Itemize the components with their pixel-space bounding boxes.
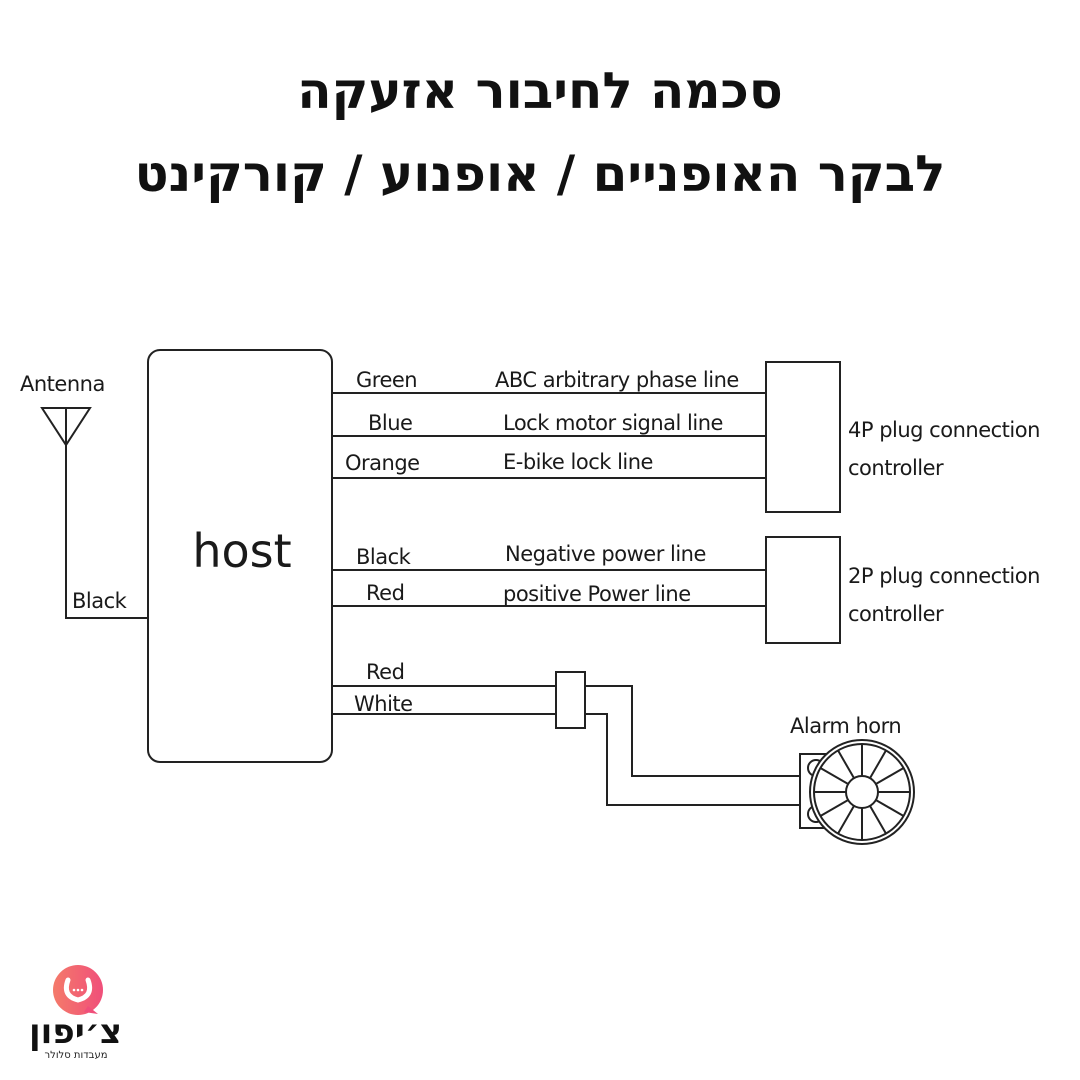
- title-line-2: לבקר האופניים / אופנוע / קורקינט: [134, 145, 946, 203]
- horn-spoke: [837, 805, 855, 835]
- wire-color-label: Green: [356, 368, 417, 392]
- wire-desc-label: positive Power line: [503, 582, 691, 606]
- title-line-1: סכמה לחיבור אזעקה: [297, 62, 783, 120]
- wire-desc-label: ABC arbitrary phase line: [495, 368, 739, 392]
- horn-spoke: [875, 767, 905, 785]
- antenna-icon: [40, 407, 148, 619]
- logo-name: צ׳יפון: [28, 1012, 122, 1052]
- alarm-horn-icon: [799, 739, 915, 845]
- connector-box: [555, 671, 586, 729]
- host-label: host: [192, 524, 291, 578]
- wire-color-label: White: [354, 692, 413, 716]
- wire-color-label: Blue: [368, 411, 412, 435]
- wire-desc-label: Negative power line: [505, 542, 706, 566]
- wire-desc-label: E-bike lock line: [503, 450, 653, 474]
- wire-desc-label: Lock motor signal line: [503, 411, 723, 435]
- wire-color-label: Black: [356, 545, 412, 569]
- horn-wire-white: [585, 713, 800, 806]
- horn-spoke: [837, 749, 855, 779]
- logo-tagline: מעבדות סלולר: [44, 1050, 108, 1061]
- horn-label: Alarm horn: [790, 714, 901, 738]
- controller-2p-box: [765, 536, 841, 644]
- antenna-wire-label: Black: [72, 589, 128, 613]
- horn-spoke: [819, 767, 849, 785]
- controller-4p-label: 4P plug connection: [848, 418, 1040, 442]
- horn-wire-red: [585, 685, 800, 777]
- wire-color-label: Red: [366, 660, 404, 684]
- host-box: [147, 349, 333, 763]
- horn-spoke: [875, 799, 905, 817]
- wire-color-label: Red: [366, 581, 404, 605]
- controller-2p-label: 2P plug connection: [848, 564, 1040, 588]
- controller-2p-label: controller: [848, 602, 944, 626]
- controller-4p-label: controller: [848, 456, 944, 480]
- logo-icon: [53, 965, 103, 1015]
- wire-color-label: Orange: [345, 451, 420, 475]
- horn-spoke: [869, 749, 887, 779]
- antenna-label: Antenna: [20, 372, 105, 396]
- horn-spoke: [819, 799, 849, 817]
- controller-4p-box: [765, 361, 841, 513]
- horn-spoke: [869, 805, 887, 835]
